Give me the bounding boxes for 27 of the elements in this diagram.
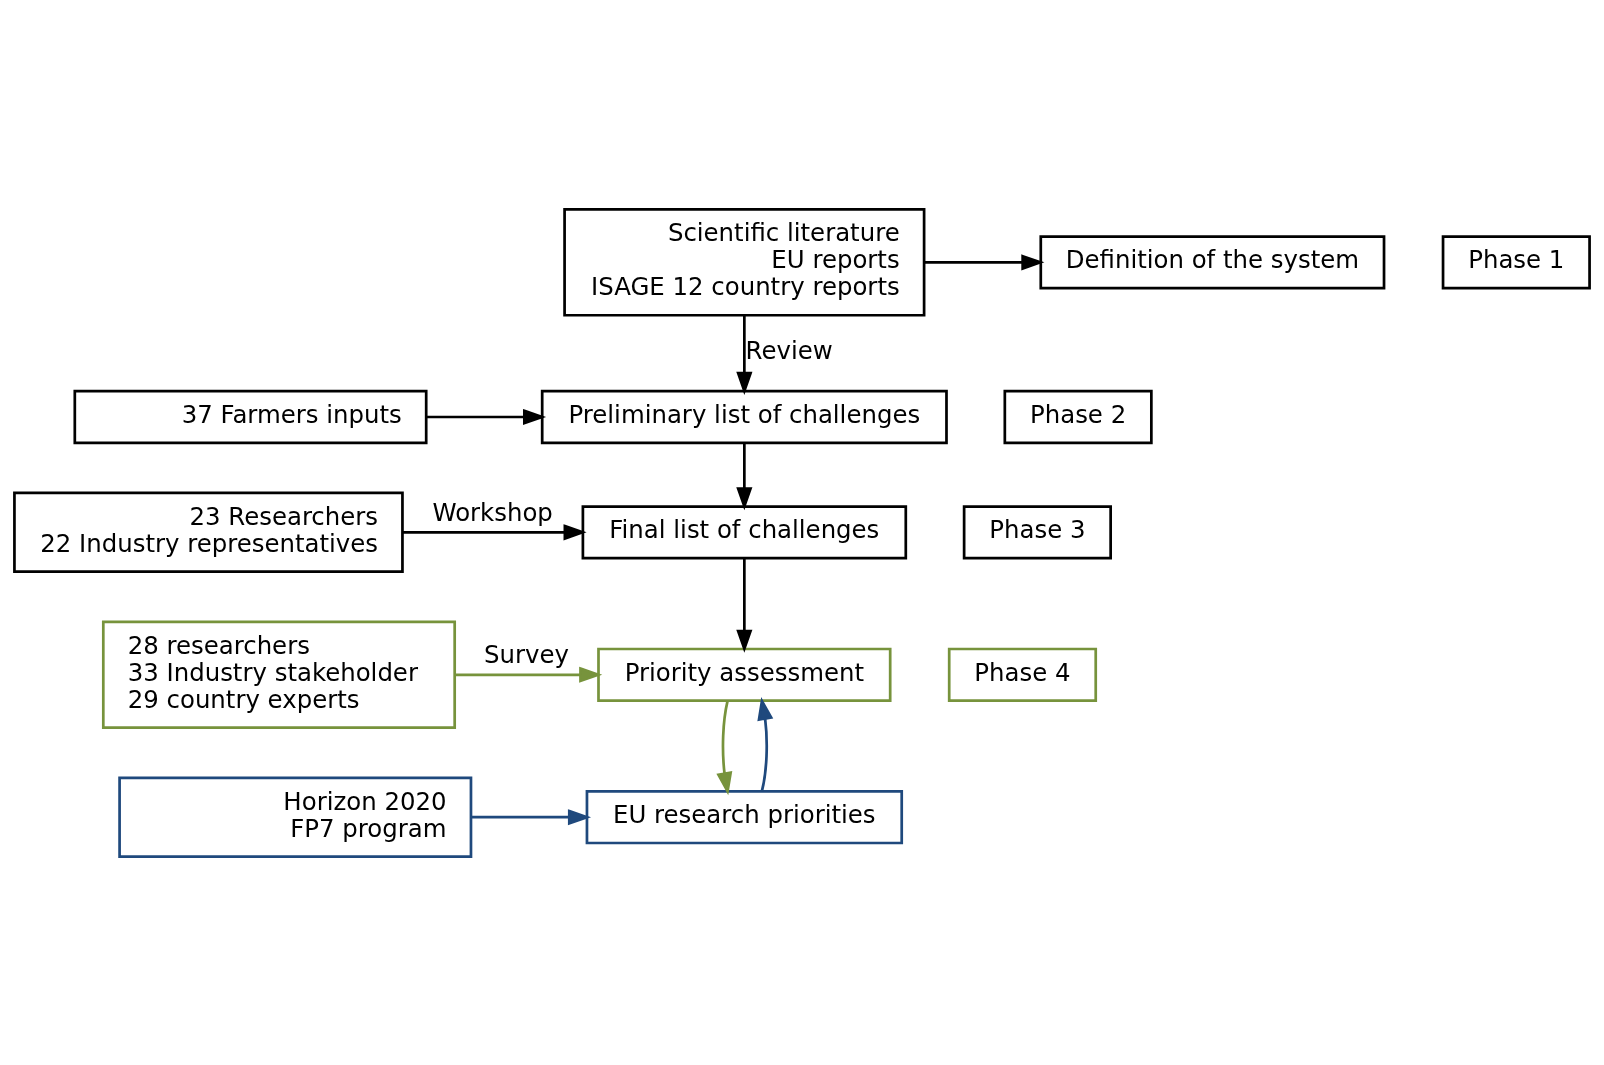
edge-label: Review xyxy=(745,335,833,365)
node-box: EU research priorities xyxy=(585,789,904,844)
node-box: Horizon 2020 FP7 program xyxy=(118,776,473,858)
arrow xyxy=(736,315,753,395)
node-box: 28 researchers 33 Industry stakeholder 29 country experts xyxy=(101,620,457,729)
arrow xyxy=(402,523,587,540)
node-box: Preliminary list of challenges xyxy=(540,389,948,444)
node-box: Final list of challenges xyxy=(581,504,908,559)
node-box: 37 Farmers inputs xyxy=(73,389,428,444)
arrow xyxy=(757,696,774,791)
node-box: Priority assessment xyxy=(597,647,892,702)
arrow xyxy=(426,408,547,425)
node-box: Definition of the system xyxy=(1039,234,1386,289)
node-box: Scientific literature EU reports ISAGE 12 country reports xyxy=(563,207,926,317)
arrow xyxy=(471,808,592,825)
edge-label: Survey xyxy=(484,639,570,669)
node-box: Phase 2 xyxy=(1003,389,1153,444)
node-box: Phase 1 xyxy=(1441,234,1591,289)
arrow xyxy=(924,253,1045,270)
edge-label: Workshop xyxy=(432,497,553,527)
node-box: Phase 3 xyxy=(962,504,1112,559)
arrow xyxy=(454,666,603,683)
arrow xyxy=(736,558,753,653)
arrow xyxy=(716,700,733,795)
node-box: Phase 4 xyxy=(947,647,1098,702)
arrow xyxy=(736,442,753,510)
node-box: 23 Researchers 22 Industry representatives xyxy=(13,491,404,573)
